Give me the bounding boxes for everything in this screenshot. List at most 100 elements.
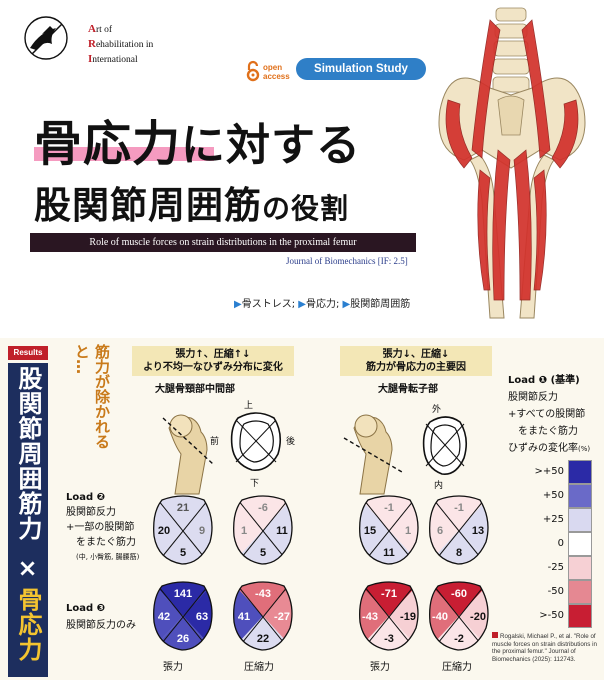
title-highlight [34,147,214,161]
strain-value-top: -43 [255,588,271,600]
strain-value-right: 9 [199,525,205,537]
strain-diagram-load3-col2: -43 41 -27 22 [233,581,293,651]
dir-posterior: 後 [286,437,296,447]
strain-value-left: -43 [362,611,378,623]
intro-text: 筋力が除かれると… [73,344,111,449]
strain-value-top: -6 [258,502,268,514]
strain-value-top: -1 [454,502,464,514]
quadrant-top [233,496,292,530]
quadrant-top [153,496,212,530]
quadrant-top [359,582,418,616]
finding-box-1: 張力↑、圧縮↑↓より不均一なひずみ分布に変化 [132,346,294,376]
load1-description: Load ❶ (基準) 股関節反力 +すべての股関節 をまたぐ筋力 ひずみの変化… [508,375,591,454]
strain-value-bottom: 22 [257,633,269,645]
journal-name: Journal of Biomechanics [IF: 2.5] [286,256,408,266]
legend-swatch [568,460,592,484]
dir-anterior: 前 [210,437,220,447]
english-title: Role of muscle forces on strain distribu… [30,233,416,252]
col-label-4: 圧縮力 [442,662,472,673]
sidebar-title-1: 股関節周囲筋力 [14,366,42,541]
quadrant-top [359,496,418,530]
region-label-trochanter: 大腿骨転子部 [378,384,438,395]
col-label-3: 張力 [370,662,390,673]
strain-value-bottom: -2 [454,633,464,645]
strain-value-bottom: 8 [456,547,462,559]
organization-name: Art of Rehabilitation in International [88,23,154,65]
title-line2: 股関節周囲筋の役割 [34,184,350,227]
dir-superior: 上 [244,401,254,411]
keywords: ▶骨ストレス; ▶骨応力; ▶股関節周囲筋 [234,299,411,310]
title-line1: 骨応力に対する [34,116,362,172]
legend-swatch [568,556,592,580]
strain-value-right: -27 [274,611,290,623]
strain-value-left: 1 [241,525,247,537]
strain-value-bottom: 26 [177,633,189,645]
legend-label: 0 [557,538,564,549]
legend-swatch [568,604,592,628]
strain-value-left: 6 [437,525,443,537]
strain-diagram-load3-col1: 141 42 63 26 [153,581,213,651]
quadrant-top [233,582,292,616]
load3-description: Load ❸ 股関節反力のみ [66,603,136,631]
legend-swatch [568,508,592,532]
strain-value-top: -60 [451,588,467,600]
strain-value-right: -19 [400,611,416,623]
strain-diagram-load3-col3: -71-43 -19 -3 [359,581,419,651]
strain-value-right: 1 [405,525,411,537]
femur-neck-section-icon [162,414,214,495]
dir-inferior: 下 [250,479,260,489]
strain-value-right: -20 [470,611,486,623]
strain-value-left: 41 [238,611,250,623]
reference-citation: Rogalski, Michael P., et al. "Role of mu… [492,632,597,663]
strain-value-bottom: -3 [384,633,394,645]
finding-box-2: 張力↓、圧縮↓筋力が骨応力の主要因 [340,346,492,376]
study-type-badge: Simulation Study [296,58,426,80]
hip-muscle-illustration [438,7,586,319]
organization-logo [24,16,68,60]
legend-label: -25 [547,562,564,573]
results-label: Results [8,346,48,360]
strain-value-bottom: 5 [260,547,266,559]
strain-diagram-load2-col1: 21 20 9 5 [153,495,213,565]
legend-label: +50 [542,490,564,501]
strain-value-left: 15 [364,525,376,537]
quadrant-top [429,496,488,530]
load2-description: Load ❷ 股関節反力 +一部の股関節 をまたぐ筋力 (中, 小臀筋, 腸腰筋… [66,492,140,561]
sidebar-title-2: × [17,554,39,582]
strain-diagram-load3-col4: -60-40 -20 -2 [429,581,489,651]
strain-value-top: -1 [384,502,394,514]
reference-marker-icon [492,632,498,638]
legend-swatch [568,532,592,556]
strain-value-top: -71 [381,588,397,600]
neck-cross-section-outline [230,412,282,471]
strain-value-bottom: 5 [180,547,186,559]
strain-value-left: 20 [158,525,170,537]
legend-swatch [568,580,592,604]
quadrant-top [153,582,212,616]
strain-value-left: 42 [158,611,170,623]
strain-value-left: -40 [432,611,448,623]
sidebar-title-3: 骨応力 [14,587,42,662]
legend-swatch [568,484,592,508]
region-label-neck: 大腿骨頸部中間部 [155,384,235,395]
strain-value-right: 11 [276,525,288,537]
legend-label: +25 [542,514,564,525]
legend-label: >+50 [534,466,564,477]
dir-medial: 内 [434,481,444,491]
dir-lateral: 外 [432,405,442,415]
legend-label: -50 [547,586,564,597]
strain-value-bottom: 11 [383,547,395,559]
col-label-1: 張力 [163,662,183,673]
strain-value-right: 63 [196,611,208,623]
trochanter-cross-section-outline [422,416,468,475]
results-section [0,338,604,680]
strain-value-top: 21 [177,502,189,514]
strain-value-top: 141 [174,588,192,600]
open-access-icon [246,60,260,82]
legend-label: >-50 [539,610,564,621]
results-sidebar [8,363,48,677]
